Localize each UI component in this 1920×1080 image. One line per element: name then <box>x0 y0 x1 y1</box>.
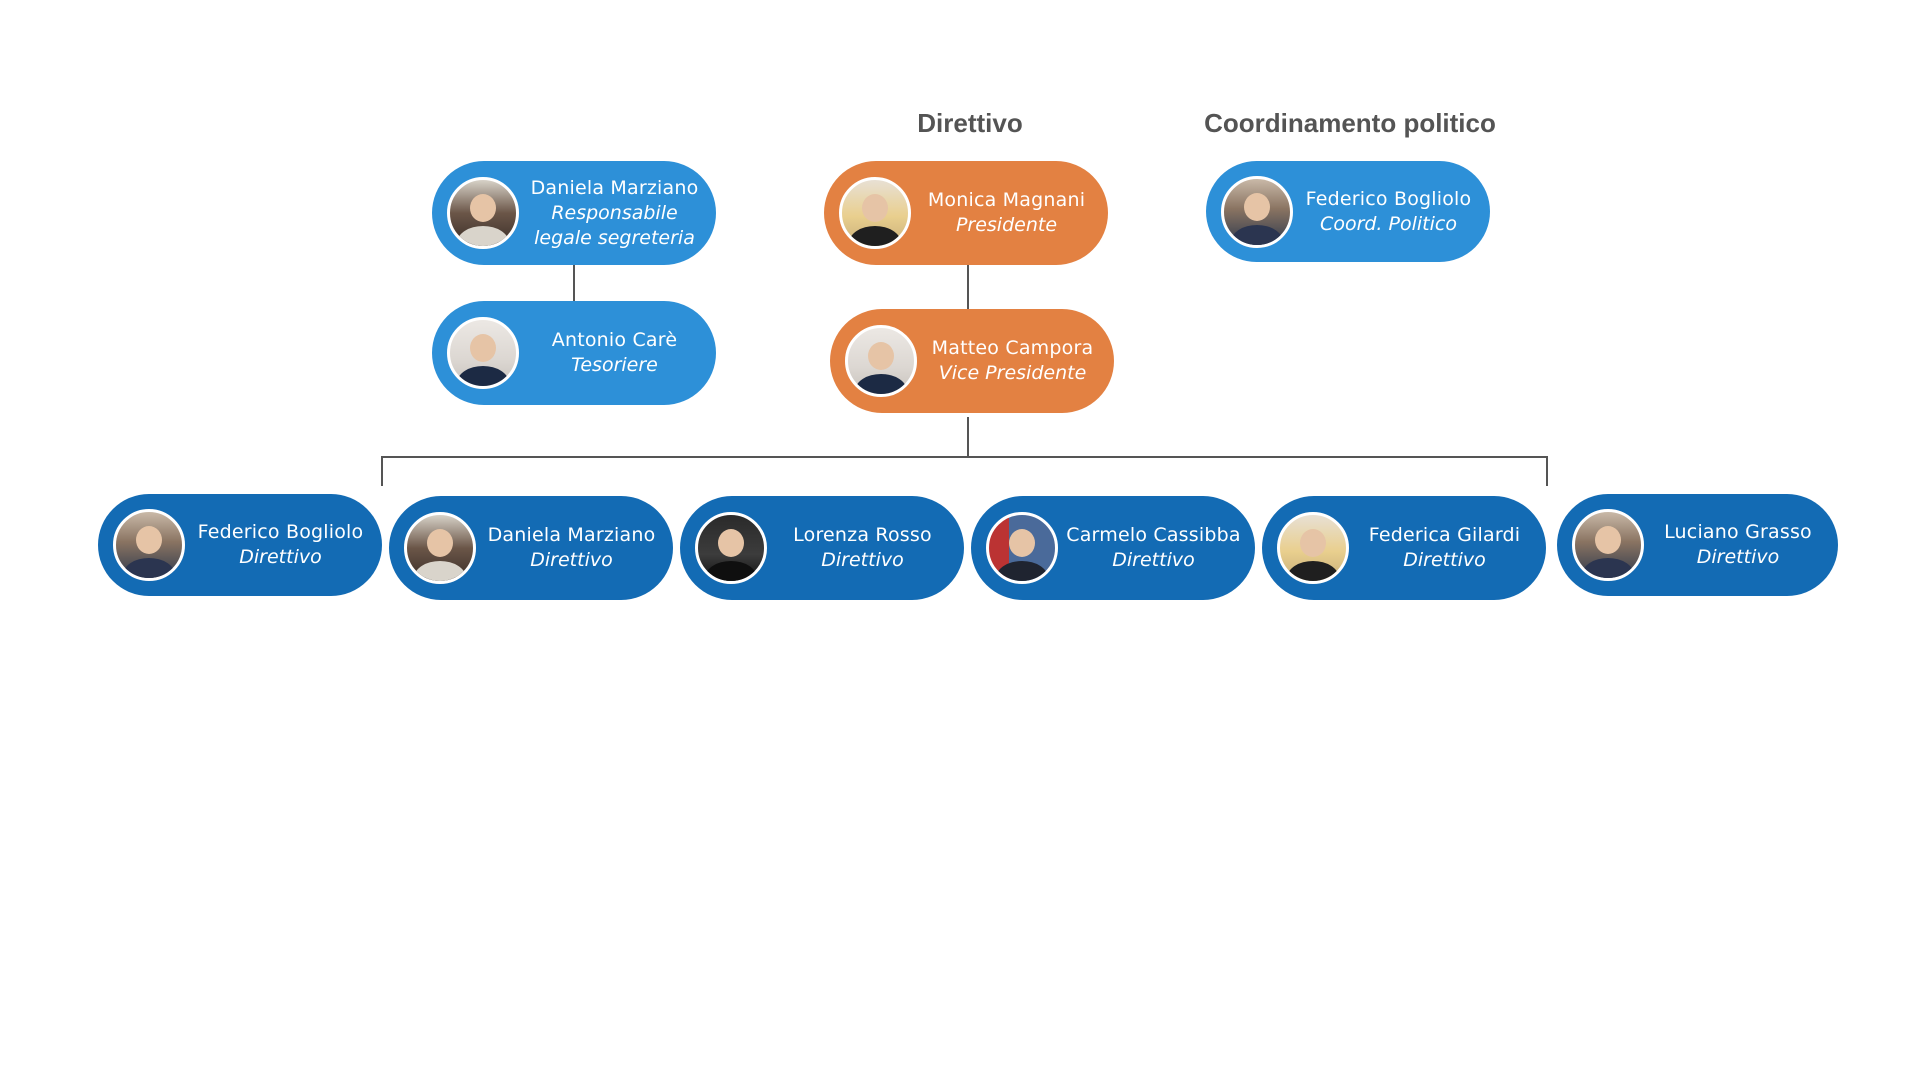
avatar <box>695 512 767 584</box>
node-text: Federica Gilardi Direttivo <box>1349 523 1536 573</box>
node-name: Monica Magnani <box>927 189 1086 211</box>
node-direttivo-member[interactable]: Federica Gilardi Direttivo <box>1262 496 1546 600</box>
avatar <box>404 512 476 584</box>
node-name: Luciano Grasso <box>1664 521 1812 543</box>
node-role: Responsabile <box>551 201 678 224</box>
node-role: Presidente <box>955 214 1058 236</box>
node-role: Direttivo <box>1696 546 1780 568</box>
node-name: Daniela Marziano <box>530 176 699 199</box>
connector-presidenza <box>967 265 969 309</box>
node-antonio-care[interactable]: Antonio Carè Tesoriere <box>432 301 716 405</box>
connector-segreteria <box>573 265 575 301</box>
node-text: Matteo Campora Vice Presidente <box>917 336 1104 386</box>
avatar <box>1221 175 1293 248</box>
node-text: Federico Bogliolo Coord. Politico <box>1293 187 1480 237</box>
node-direttivo-member[interactable]: Carmelo Cassibba Direttivo <box>971 496 1255 600</box>
node-name: Federica Gilardi <box>1368 524 1521 546</box>
node-federico-bogliolo-coord[interactable]: Federico Bogliolo Coord. Politico <box>1206 161 1490 262</box>
node-text: Antonio Carè Tesoriere <box>519 328 706 378</box>
node-name: Federico Bogliolo <box>1305 187 1472 210</box>
node-text: Monica Magnani Presidente <box>911 188 1098 238</box>
node-name: Antonio Carè <box>551 329 678 351</box>
node-role: Coord. Politico <box>1320 212 1457 235</box>
node-direttivo-member[interactable]: Daniela Marziano Direttivo <box>389 496 673 600</box>
node-text: Lorenza Rosso Direttivo <box>767 523 954 573</box>
direttivo-title: Direttivo <box>917 108 1023 138</box>
node-text: Daniela Marziano Responsabile legale seg… <box>519 176 706 251</box>
connector-direttivo-left <box>381 456 383 486</box>
node-role: Vice Presidente <box>938 362 1087 384</box>
connector-direttivo-stem <box>967 417 969 457</box>
node-role: Direttivo <box>1112 549 1195 571</box>
avatar <box>845 325 917 397</box>
node-text: Luciano Grasso Direttivo <box>1644 520 1828 570</box>
node-role: Direttivo <box>530 549 613 571</box>
node-role: Direttivo <box>821 549 904 571</box>
node-role: Direttivo <box>239 546 322 568</box>
node-monica-magnani[interactable]: Monica Magnani Presidente <box>824 161 1108 265</box>
node-text: Federico Bogliolo Direttivo <box>185 520 372 570</box>
avatar <box>447 177 519 249</box>
node-role: legale segreteria <box>534 226 695 249</box>
node-direttivo-member[interactable]: Federico Bogliolo Direttivo <box>98 494 382 596</box>
coordinamento-title: Coordinamento politico <box>1204 108 1496 138</box>
avatar <box>1572 509 1644 581</box>
node-role: Tesoriere <box>571 354 658 376</box>
connector-direttivo-right <box>1546 456 1548 486</box>
node-role: Direttivo <box>1403 549 1486 571</box>
node-text: Carmelo Cassibba Direttivo <box>1058 523 1245 573</box>
node-daniela-marziano-segreteria[interactable]: Daniela Marziano Responsabile legale seg… <box>432 161 716 265</box>
node-text: Daniela Marziano Direttivo <box>476 523 663 573</box>
avatar <box>839 177 911 249</box>
node-name: Lorenza Rosso <box>793 524 932 546</box>
avatar <box>1277 512 1349 584</box>
node-name: Carmelo Cassibba <box>1066 524 1241 546</box>
avatar <box>447 317 519 389</box>
node-name: Federico Bogliolo <box>197 521 364 543</box>
node-name: Daniela Marziano <box>487 524 656 546</box>
node-matteo-campora[interactable]: Matteo Campora Vice Presidente <box>830 309 1114 413</box>
connector-direttivo-bar <box>381 456 1548 458</box>
node-name: Matteo Campora <box>931 337 1094 359</box>
avatar <box>986 512 1058 584</box>
node-direttivo-member[interactable]: Lorenza Rosso Direttivo <box>680 496 964 600</box>
avatar <box>113 509 185 581</box>
node-direttivo-member[interactable]: Luciano Grasso Direttivo <box>1557 494 1838 596</box>
